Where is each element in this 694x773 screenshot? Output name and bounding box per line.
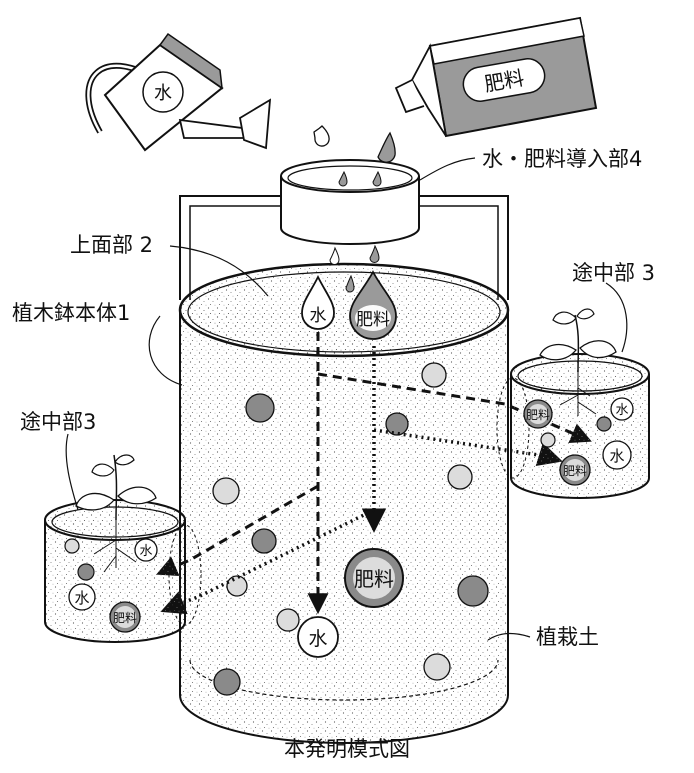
right-pocket-label: 途中部 3	[572, 261, 655, 285]
inlet-funnel	[280, 125, 420, 293]
pot-body-label: 植木鉢本体1	[12, 301, 130, 325]
fertilizer-ball-label: 肥料	[354, 567, 394, 591]
soil-balls	[212, 362, 489, 696]
right-pocket-water-label-2: 水	[609, 447, 624, 465]
left-pocket-label: 途中部3	[20, 410, 96, 434]
top-surface	[178, 262, 510, 358]
inlet-label: 水・肥料導入部4	[482, 147, 642, 171]
figure-caption: 本発明模式図	[284, 737, 410, 761]
right-pocket-fertilizer-label-1: 肥料	[526, 408, 550, 422]
top-surface-label: 上面部 2	[70, 233, 153, 257]
fertilizer-bottle	[394, 16, 598, 138]
water-drop	[301, 274, 335, 330]
leader-lines	[65, 157, 628, 641]
right-pocket-fertilizer-label-2: 肥料	[563, 464, 587, 478]
water-ball	[297, 616, 339, 658]
left-pocket	[44, 454, 202, 643]
right-pocket	[496, 308, 650, 499]
watering-can-label: 水	[154, 83, 172, 104]
left-pocket-water-label-2: 水	[74, 589, 89, 607]
water-drop-label: 水	[310, 306, 327, 326]
fertilizer-drop-label: 肥料	[356, 310, 390, 330]
fertilizer-drop	[349, 270, 397, 340]
fertilizer-ball	[344, 548, 404, 608]
left-pocket-fertilizer-label: 肥料	[113, 611, 137, 625]
right-pocket-water-label-1: 水	[615, 403, 628, 418]
soil-label: 植栽土	[536, 625, 599, 649]
watering-can	[85, 32, 272, 152]
left-pocket-water-label-1: 水	[139, 544, 152, 559]
water-ball-label: 水	[308, 628, 327, 650]
